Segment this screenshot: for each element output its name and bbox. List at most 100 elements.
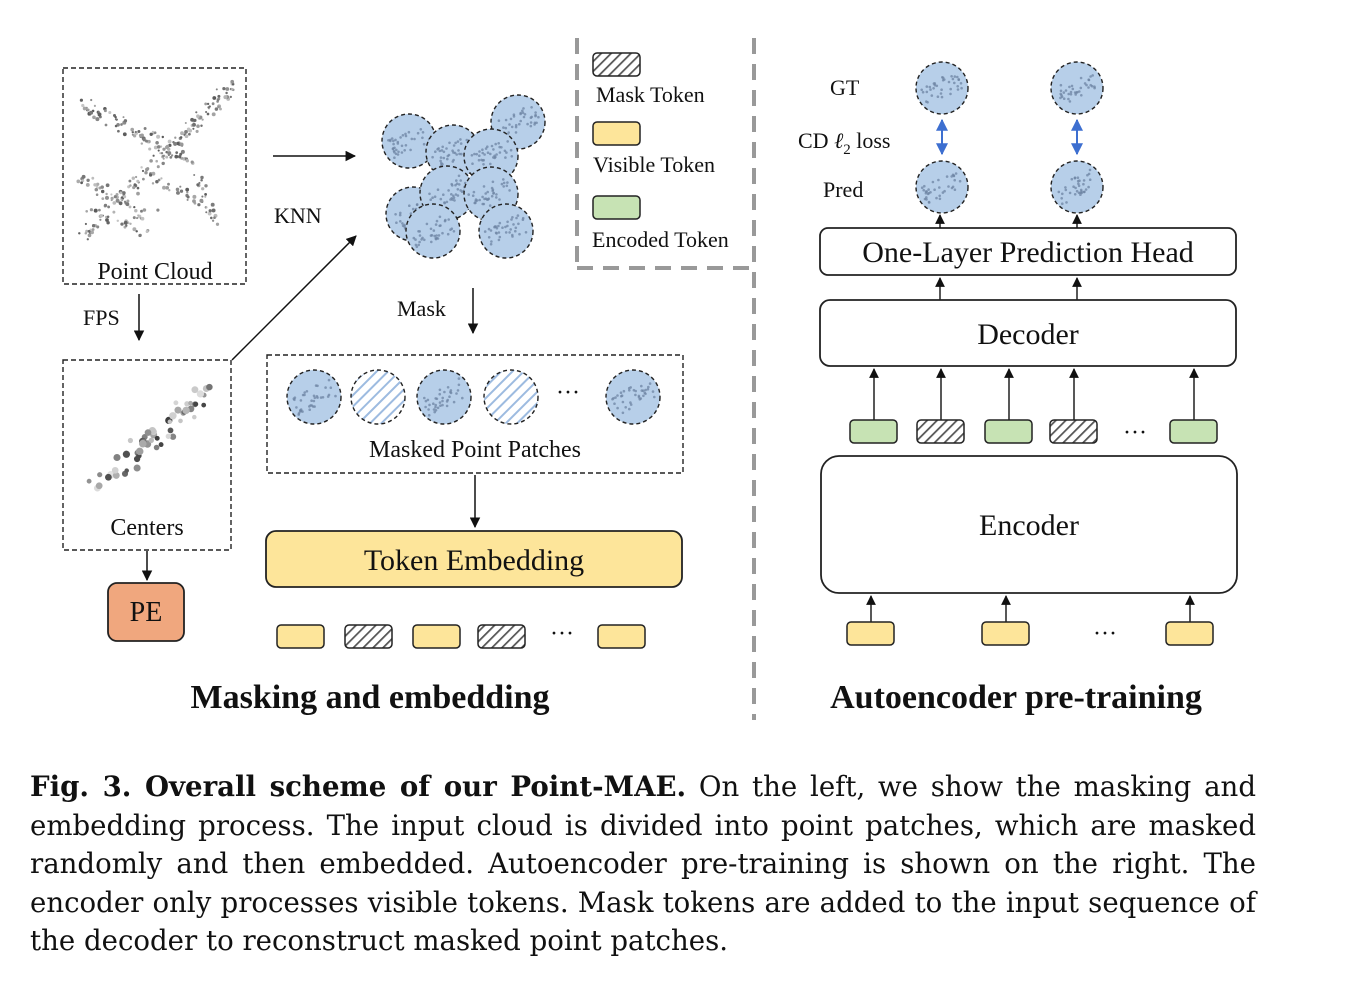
patch-circle — [1050, 61, 1104, 115]
token-embedding-box — [265, 530, 683, 588]
cloud-point — [215, 88, 218, 91]
patch-point — [925, 85, 929, 88]
patch-point — [1077, 184, 1081, 188]
patch-point — [509, 117, 513, 121]
patch-point — [1067, 92, 1070, 96]
patch-point — [403, 149, 407, 152]
patch-point — [925, 196, 928, 199]
patch-point — [509, 148, 513, 152]
cloud-point — [84, 222, 87, 226]
patch-point — [434, 397, 438, 400]
patch-point — [931, 180, 935, 184]
mask-token — [1049, 419, 1098, 444]
cloud-point — [110, 193, 113, 196]
center-point — [206, 383, 213, 391]
patch-point — [393, 151, 396, 154]
cloud-point — [195, 129, 199, 133]
cloud-point — [143, 127, 147, 130]
patch-point — [483, 197, 486, 201]
center-point — [174, 406, 182, 414]
legend-encoded-token-label: Encoded Token — [592, 227, 729, 252]
patch-point — [517, 222, 520, 226]
patch-point — [439, 156, 443, 159]
center-point — [154, 435, 160, 441]
patch-point — [486, 190, 490, 194]
patch-circle — [478, 203, 534, 259]
masked-patches-row — [286, 369, 661, 425]
patch-point — [447, 189, 450, 192]
cloud-point — [120, 198, 123, 201]
patch-point — [497, 224, 500, 228]
patch-point — [508, 123, 511, 126]
cloud-point — [165, 144, 170, 149]
cloud-point — [133, 205, 136, 209]
cloud-point — [179, 152, 183, 156]
patch-point — [920, 88, 923, 92]
cloud-point — [142, 208, 147, 212]
patch-point — [1059, 96, 1062, 100]
patch-point — [933, 188, 936, 191]
point-patch — [478, 203, 534, 259]
patch-point — [486, 151, 490, 154]
patch-point — [1082, 182, 1085, 186]
mask-token — [344, 624, 393, 649]
patch-point — [534, 114, 537, 118]
cloud-point — [204, 195, 207, 198]
patch-point — [495, 193, 498, 196]
patch-point — [947, 80, 951, 84]
cloud-point — [149, 132, 153, 136]
patch-point — [504, 231, 508, 234]
cloud-point — [80, 181, 83, 185]
patch-point — [1080, 94, 1083, 97]
patch-point — [393, 146, 396, 150]
cloud-point — [196, 124, 200, 128]
patch-point — [941, 191, 945, 194]
patch-point — [487, 227, 491, 231]
patch-point — [921, 90, 925, 94]
caption-text: On the left, we show the masking and emb… — [30, 770, 1256, 958]
cloud-point — [170, 154, 174, 157]
cloud-point — [205, 110, 208, 114]
patch-point — [949, 87, 952, 91]
patch-point — [399, 136, 402, 139]
cloud-point — [153, 145, 158, 150]
patch-circle — [605, 369, 661, 425]
cloud-point — [125, 202, 130, 207]
patch-point — [390, 137, 394, 140]
patch-point — [303, 393, 306, 397]
patch-point — [941, 78, 945, 82]
patch-point — [507, 131, 511, 134]
patch-point — [514, 131, 518, 134]
patch-point — [506, 181, 509, 184]
patch-point — [634, 393, 637, 397]
cloud-point — [125, 224, 128, 227]
patch-point — [482, 185, 486, 188]
cloud-point — [78, 232, 81, 235]
patch-point — [1078, 90, 1081, 93]
cloud-point — [87, 233, 92, 238]
patch-point — [1061, 192, 1064, 196]
patch-point — [482, 158, 486, 162]
decoder-input-tokens — [849, 368, 1218, 444]
patch-point — [327, 378, 331, 382]
center-point — [113, 453, 121, 462]
patch-point — [514, 125, 518, 129]
cloud-point — [123, 119, 128, 123]
cloud-point — [76, 179, 81, 184]
patch-point — [428, 403, 431, 407]
cloud-point — [93, 104, 96, 107]
cloud-point — [149, 173, 153, 177]
cloud-point — [82, 106, 87, 111]
patch-point — [481, 151, 485, 155]
patch-point — [397, 150, 400, 154]
patch-point — [648, 382, 652, 385]
patch-point — [446, 232, 450, 236]
patch-point — [308, 408, 312, 412]
patch-point — [295, 406, 298, 409]
patch-point — [521, 218, 525, 221]
patch-point — [925, 90, 929, 94]
patch-point — [436, 406, 440, 410]
cloud-point — [118, 201, 123, 206]
patch-point — [419, 128, 423, 131]
patch-point — [478, 198, 482, 202]
